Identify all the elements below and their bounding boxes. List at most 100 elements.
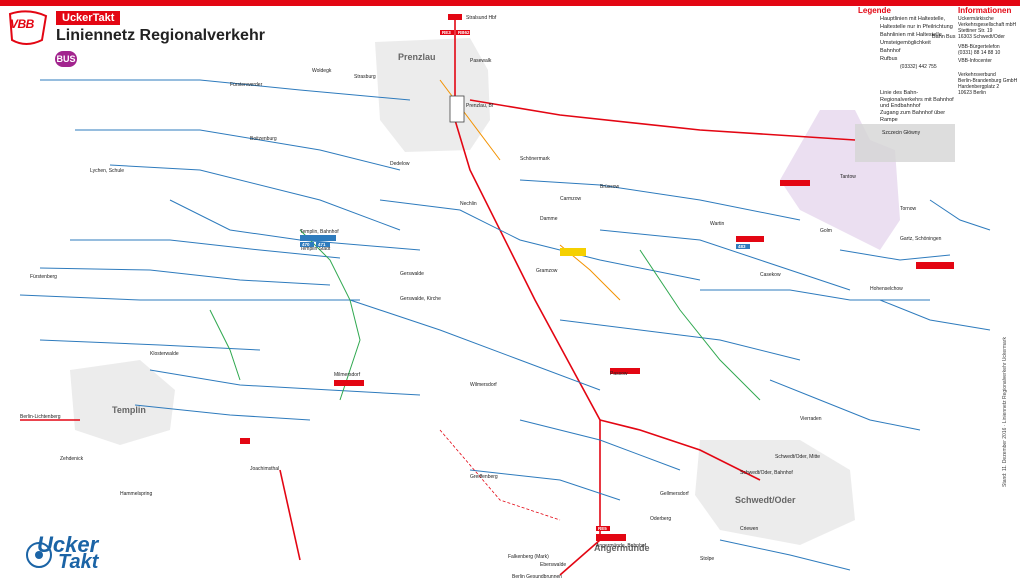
uckertakt-word-1: Ucker bbox=[37, 532, 99, 557]
info-row: Verkehrsgesellschaft mbH bbox=[958, 22, 1017, 28]
legend-item-main-lines: Hauptlinien mit Haltestelle, bbox=[880, 16, 946, 22]
uckertakt-logo-icon bbox=[26, 542, 52, 568]
line-badge-495: 483 bbox=[738, 244, 746, 249]
region-prenzlau bbox=[375, 38, 490, 152]
station-gerswalde: Gerswalde bbox=[400, 271, 424, 277]
line-badge-470: 470 bbox=[302, 242, 310, 247]
line-badge-rb62: RB62 bbox=[458, 30, 470, 35]
brand-badge: UckerTakt bbox=[56, 11, 121, 25]
legend-title: Legende bbox=[858, 6, 891, 15]
legend-item-rufbus: Rufbus bbox=[880, 56, 898, 62]
stettin-box bbox=[855, 124, 955, 162]
station-vierraden: Vierraden bbox=[800, 416, 822, 422]
imprint: Stand: 11. Dezember 2016 · Liniennetz Re… bbox=[1002, 337, 1008, 487]
uckertakt-word-2: Takt bbox=[58, 551, 99, 573]
bus-lines-blue bbox=[19, 79, 991, 571]
line-badge-re5: RE5 bbox=[598, 526, 607, 531]
info-row: Hardenbergplatz 2 bbox=[958, 84, 1000, 90]
station-dedelow: Dedelow bbox=[390, 161, 410, 167]
station-berlin-gesundbrunnen: Berlin Gesundbrunnen bbox=[512, 574, 562, 580]
legend-ring-bus: Bus bbox=[946, 34, 956, 40]
info-row: Verkehrsverbund bbox=[958, 72, 996, 78]
station-schoenermark: Schönermark bbox=[520, 156, 550, 162]
region-label-angermuende: Angermünde bbox=[594, 543, 650, 553]
station-prenzlau: Prenzlau, Bf bbox=[466, 103, 494, 109]
station-gellmersdorf: Gellmersdorf bbox=[660, 491, 689, 497]
station-gartz: Gartz, Schöningen bbox=[900, 236, 942, 242]
station-carmzow: Carmzow bbox=[560, 196, 582, 202]
station-damme: Damme bbox=[540, 216, 558, 222]
station-wilmersdorf: Wilmersdorf bbox=[470, 382, 497, 388]
region-label-schwedt: Schwedt/Oder bbox=[735, 495, 796, 505]
info-row: (0331) 88 14 88 10 bbox=[958, 50, 1001, 56]
station-criewen: Criewen bbox=[740, 526, 759, 532]
legend-item-ramp: Zugang zum Bahnhof über Rampe bbox=[880, 110, 946, 123]
bus-badge: BUS bbox=[55, 51, 77, 67]
legend-item-transfer: Umsteigemöglichkeit bbox=[880, 40, 931, 46]
region-label-templin: Templin bbox=[112, 405, 146, 415]
legend-item-station: Bahnhof bbox=[880, 48, 901, 54]
station-fuerstenwerder: Fürstenwerder bbox=[230, 82, 263, 88]
header-band bbox=[0, 0, 1020, 6]
legend-ring-bahn: Bahn bbox=[932, 34, 945, 40]
station-gerswalde-kirche: Gerswalde, Kirche bbox=[400, 296, 441, 302]
station-stralsund: Stralsund Hbf bbox=[466, 15, 497, 21]
station-hammelspring: Hammelspring bbox=[120, 491, 152, 497]
station-lychen: Lychen, Schule bbox=[90, 168, 124, 174]
region-label-prenzlau: Prenzlau bbox=[398, 52, 436, 62]
legend-item-regional-rail: Linie des Bahn-Regionalverkehrs mit Bahn… bbox=[880, 90, 954, 109]
info-phone: (03332) 442 755 bbox=[900, 64, 937, 70]
info-row: Stettiner Str. 19 bbox=[958, 28, 993, 34]
station-fuerstenberg: Fürstenberg bbox=[30, 274, 57, 280]
station-strasburg: Strasburg bbox=[354, 74, 376, 80]
info-row: 16303 Schwedt/Oder bbox=[958, 34, 1005, 40]
info-row: VBB-Infocenter bbox=[958, 58, 992, 64]
station-wartin: Wartin bbox=[710, 221, 724, 227]
station-tornow: Tornow bbox=[900, 206, 917, 212]
station-gramzow: Gramzow bbox=[536, 268, 558, 274]
station-zehdenick: Zehdenick bbox=[60, 456, 84, 462]
station-hohenselchow: Hohenselchow bbox=[870, 286, 903, 292]
rail-dashed-connector bbox=[439, 429, 561, 521]
vbb-logo-text: VBB bbox=[10, 17, 34, 31]
line-badge-re3: RE3 bbox=[442, 30, 451, 35]
station-casekow: Casekow bbox=[760, 272, 781, 278]
station-klosterwalde: Klosterwalde bbox=[150, 351, 179, 357]
line-badges: RE3 RB62 470 471 483 RE5 bbox=[300, 30, 750, 531]
station-bruessow: Brüssow bbox=[600, 184, 620, 190]
station-tantow: Tantow bbox=[840, 174, 856, 180]
info-row: 10623 Berlin bbox=[958, 90, 987, 96]
station-templin-bf: Templin, Bahnhof bbox=[300, 229, 339, 235]
station-stettin: Szczecin Główny bbox=[882, 130, 921, 136]
station-markers bbox=[240, 14, 954, 541]
station-berlin-lichtenberg: Berlin-Lichtenberg bbox=[20, 414, 61, 420]
station-oderberg: Oderberg bbox=[650, 516, 671, 522]
station-labels: Stralsund Hbf Prenzlau, Bf Pasewalk Gram… bbox=[20, 15, 942, 580]
station-greiffenberg: Greiffenberg bbox=[470, 474, 498, 480]
info-row: VBB-Bürgertelefon bbox=[958, 44, 1000, 50]
station-boitzenburg: Boitzenburg bbox=[250, 136, 277, 142]
station-woldegk: Woldegk bbox=[312, 68, 332, 74]
legend-item-direction-stop: Haltestelle nur in Pfeilrichtung bbox=[880, 24, 953, 30]
station-nechlin: Nechlin bbox=[460, 201, 477, 207]
region-templin bbox=[70, 360, 175, 445]
station-milmersdorf: Milmersdorf bbox=[334, 372, 361, 378]
vbb-logo bbox=[8, 10, 48, 45]
info-title: Informationen bbox=[958, 6, 1012, 15]
station-pasewalk: Pasewalk bbox=[470, 58, 492, 64]
station-schwedt-bf: Schwedt/Oder, Bahnhof bbox=[740, 470, 793, 476]
legend-item-rail-lines: Bahnlinien mit Haltestelle bbox=[880, 32, 942, 38]
line-badge-471: 471 bbox=[318, 242, 326, 247]
page-title: Liniennetz Regionalverkehr bbox=[56, 27, 265, 44]
station-golm: Golm bbox=[820, 228, 832, 234]
station-stolpe: Stolpe bbox=[700, 556, 714, 562]
station-schwedt-mitte: Schwedt/Oder, Mitte bbox=[775, 454, 820, 460]
info-row: Uckermärkische bbox=[958, 16, 994, 22]
station-passow: Passow bbox=[610, 371, 628, 377]
station-joachimsthal: Joachimsthal bbox=[250, 466, 279, 472]
station-eberswalde: Eberswalde bbox=[540, 562, 566, 568]
info-row: Berlin-Brandenburg GmbH bbox=[958, 78, 1018, 84]
region-schwedt bbox=[695, 440, 855, 545]
station-angermuende: Angermünde, Bahnhof bbox=[596, 543, 647, 549]
